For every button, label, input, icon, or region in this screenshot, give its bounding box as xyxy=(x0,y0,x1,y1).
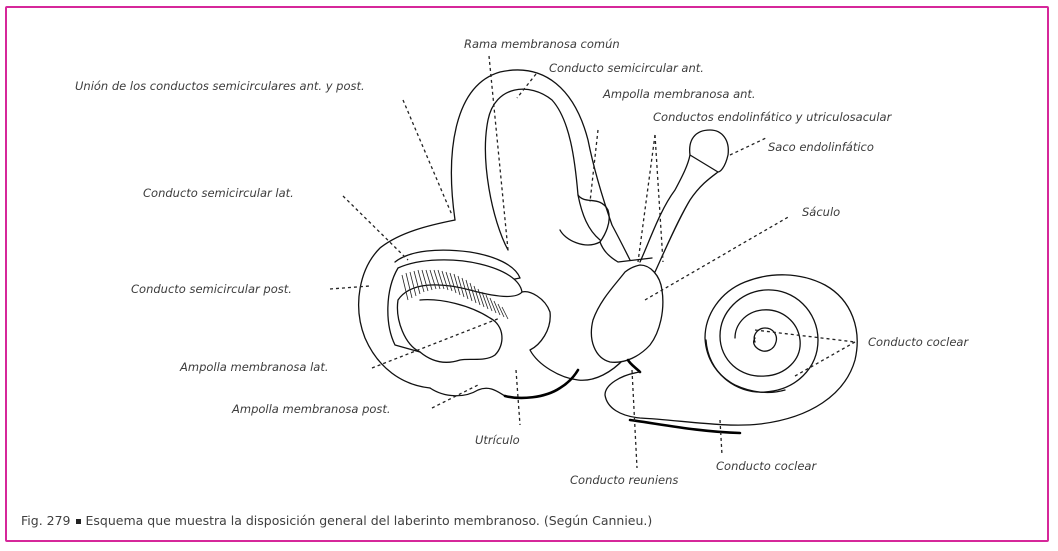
label-union: Unión de los conductos semicirculares an… xyxy=(75,79,365,93)
figure-caption: Fig. 279 Esquema que muestra la disposici… xyxy=(21,513,652,528)
label-saculo: Sáculo xyxy=(802,205,840,219)
leader-ampolla-ant xyxy=(589,129,599,203)
label-csc-ant: Conducto semicircular ant. xyxy=(549,61,704,75)
leader-ampolla-post xyxy=(431,384,479,409)
anterior-ampulla xyxy=(559,194,610,246)
label-ampolla-ant: Ampolla membranosa ant. xyxy=(602,87,756,101)
utricle-upper xyxy=(358,219,456,389)
leader-coclear-1a xyxy=(754,329,856,343)
utricle-body xyxy=(521,291,626,381)
figure-number: Fig. 279 xyxy=(21,513,71,528)
leader-endolinfatico-b xyxy=(654,134,664,263)
anterior-canal-inner xyxy=(484,88,601,251)
leader-union xyxy=(402,99,453,216)
endolymphatic-sac xyxy=(689,129,729,173)
leader-reuniens xyxy=(631,369,638,469)
figure-caption-text: Esquema que muestra la disposición gener… xyxy=(85,513,653,528)
leader-csc-post xyxy=(329,285,371,290)
label-endolinfatico: Conductos endolinfático y utriculosacula… xyxy=(653,110,893,124)
endolymphatic-duct-2 xyxy=(654,171,719,273)
vestibule-right xyxy=(599,241,653,263)
utricle-bottom xyxy=(503,368,580,400)
label-ampolla-lat: Ampolla membranosa lat. xyxy=(179,360,328,374)
label-saco: Saco endolinfático xyxy=(768,140,874,154)
leader-rama-comun xyxy=(488,55,509,251)
label-rama-comun: Rama membranosa común xyxy=(464,37,620,51)
cochlear-apex xyxy=(753,327,778,352)
lateral-ampulla xyxy=(419,299,503,363)
ductus-reuniens xyxy=(626,358,642,374)
cochlear-spiral xyxy=(705,289,819,393)
saccule xyxy=(590,264,664,363)
caption-bullet-icon xyxy=(75,518,81,524)
leader-ampolla-lat xyxy=(371,317,501,369)
label-csc-post: Conducto semicircular post. xyxy=(131,282,292,296)
label-reuniens: Conducto reuniens xyxy=(570,473,678,487)
label-utriculo: Utrículo xyxy=(475,433,520,447)
label-coclear-1: Conducto coclear xyxy=(868,335,969,349)
anterior-canal-outer xyxy=(450,69,631,261)
posterior-ampulla xyxy=(429,387,506,397)
label-csc-lat: Conducto semicircular lat. xyxy=(143,186,294,200)
endolymphatic-duct xyxy=(639,154,691,263)
lateral-canal-hatching xyxy=(401,269,509,320)
label-coclear-2: Conducto coclear xyxy=(716,459,817,473)
leader-saco xyxy=(729,137,767,156)
leader-coclear-1b xyxy=(794,341,856,377)
leader-csc-ant xyxy=(516,73,537,99)
cochlear-basal-thick xyxy=(628,418,742,435)
leader-csc-lat xyxy=(342,195,409,261)
figure-frame xyxy=(5,6,1049,542)
leader-saculo xyxy=(644,215,791,301)
leader-endolinfatico-a xyxy=(637,134,656,263)
label-ampolla-post: Ampolla membranosa post. xyxy=(231,402,391,416)
